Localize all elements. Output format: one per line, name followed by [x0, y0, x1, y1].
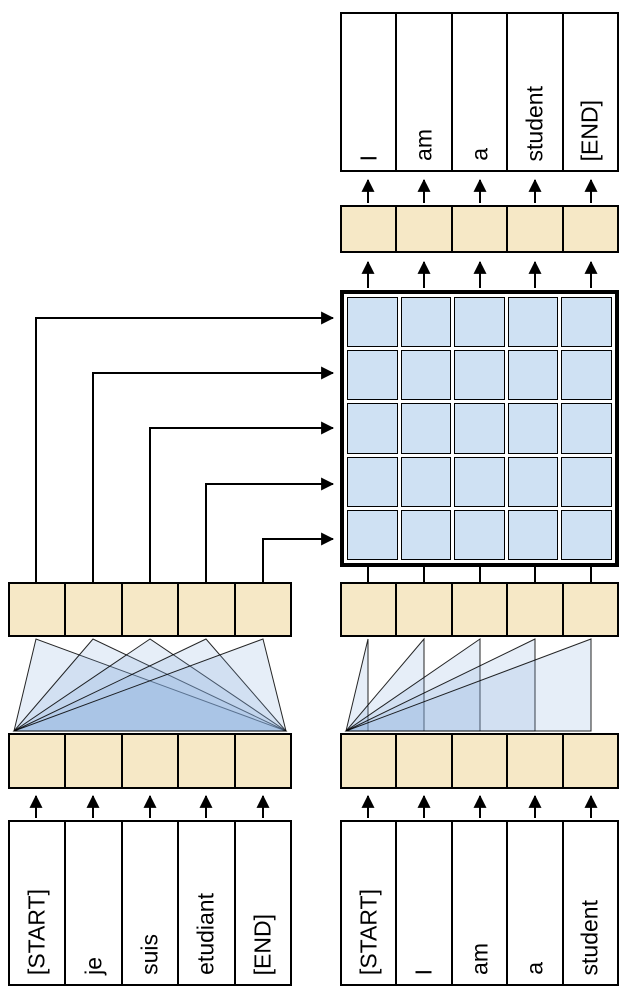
- input-token-box: [START]: [342, 822, 396, 984]
- grid-cell: [400, 297, 452, 348]
- context-cell: [177, 584, 234, 635]
- decoder-input-arrows: [361, 794, 598, 818]
- input-token-label: am: [465, 943, 492, 975]
- context-cell: [64, 584, 121, 635]
- output-token-label: student: [521, 85, 548, 161]
- input-token-label: [START]: [23, 888, 50, 975]
- cross-attention-grid: [340, 290, 619, 567]
- projection-cell: [506, 207, 562, 251]
- input-token-box: suis: [120, 822, 178, 984]
- input-token-box: student: [561, 822, 618, 984]
- context-cell: [561, 584, 618, 635]
- decoder-embedding-row: [340, 733, 619, 789]
- embedding-cell: [64, 735, 121, 787]
- context-cell: [450, 584, 507, 635]
- encoder-context-row: [8, 582, 292, 637]
- decoder-output-tokens: I am a student [END]: [340, 12, 619, 172]
- decoder-attention-fan: [344, 637, 592, 732]
- grid-cell: [507, 297, 559, 348]
- input-token-box: I: [395, 822, 451, 984]
- output-token-box: a: [450, 14, 507, 170]
- grid-cell: [347, 297, 398, 348]
- grid-cell: [400, 350, 452, 401]
- context-cell: [233, 584, 291, 635]
- input-token-label: a: [521, 962, 548, 975]
- input-token-label: je: [79, 957, 106, 975]
- embedding-cell: [177, 735, 234, 787]
- grid-cell: [454, 456, 505, 507]
- encoder-embedding-row: [8, 733, 292, 789]
- input-token-label: I: [410, 968, 437, 975]
- input-token-box: [START]: [10, 822, 65, 984]
- grid-cell: [454, 350, 505, 401]
- output-token-label: a: [465, 148, 492, 161]
- grid-cell: [347, 350, 398, 401]
- embedding-cell: [395, 735, 451, 787]
- input-token-box: etudiant: [177, 822, 234, 984]
- input-token-label: suis: [136, 934, 163, 975]
- embedding-cell: [450, 735, 507, 787]
- output-token-label: am: [410, 129, 437, 161]
- grid-input-connectors: [367, 566, 592, 583]
- context-cell: [120, 584, 178, 635]
- output-token-box: [END]: [561, 14, 618, 170]
- context-cell: [342, 584, 396, 635]
- grid-cell: [507, 403, 559, 454]
- cross-attention-elbow-arrows: [35, 311, 335, 582]
- decoder-context-row: [340, 582, 619, 637]
- grid-cell: [400, 403, 452, 454]
- embedding-cell: [342, 735, 396, 787]
- encoder-attention-fan: [12, 638, 288, 732]
- grid-output-arrows: [361, 260, 598, 288]
- embedding-cell: [120, 735, 178, 787]
- grid-cell: [400, 456, 452, 507]
- grid-cell: [347, 509, 398, 560]
- input-token-label: etudiant: [192, 893, 219, 975]
- embedding-cell: [506, 735, 562, 787]
- output-token-arrows: [361, 178, 598, 203]
- grid-cell: [507, 350, 559, 401]
- grid-cell: [347, 403, 398, 454]
- projection-cell: [395, 207, 451, 251]
- grid-cell: [561, 350, 612, 401]
- embedding-cell: [10, 735, 65, 787]
- projection-cell: [561, 207, 618, 251]
- context-cell: [10, 584, 65, 635]
- input-token-label: [START]: [355, 888, 382, 975]
- grid-cell: [561, 456, 612, 507]
- input-token-box: [END]: [233, 822, 291, 984]
- output-token-box: student: [506, 14, 562, 170]
- grid-cell: [507, 456, 559, 507]
- input-token-box: je: [64, 822, 121, 984]
- encoder-input-tokens: [START] je suis etudiant [END]: [8, 820, 292, 986]
- projection-cell: [342, 207, 396, 251]
- grid-cell: [507, 509, 559, 560]
- input-token-label: student: [576, 899, 603, 975]
- context-cell: [395, 584, 451, 635]
- output-token-box: I: [342, 14, 396, 170]
- embedding-cell: [561, 735, 618, 787]
- encoder-input-arrows: [29, 794, 270, 818]
- output-projection-row: [340, 205, 619, 253]
- output-token-label: I: [355, 154, 382, 161]
- grid-cell: [561, 509, 612, 560]
- input-token-label: [END]: [249, 913, 276, 975]
- grid-cell: [561, 403, 612, 454]
- grid-cell: [454, 403, 505, 454]
- decoder-input-tokens: [START] I am a student: [340, 820, 619, 986]
- output-token-box: am: [395, 14, 451, 170]
- embedding-cell: [233, 735, 291, 787]
- projection-cell: [450, 207, 507, 251]
- input-token-box: am: [450, 822, 507, 984]
- context-cell: [506, 584, 562, 635]
- input-token-box: a: [506, 822, 562, 984]
- grid-cell: [454, 509, 505, 560]
- grid-cell: [454, 297, 505, 348]
- grid-cell: [347, 456, 398, 507]
- output-token-label: [END]: [576, 99, 603, 161]
- grid-cell: [561, 297, 612, 348]
- grid-cell: [400, 509, 452, 560]
